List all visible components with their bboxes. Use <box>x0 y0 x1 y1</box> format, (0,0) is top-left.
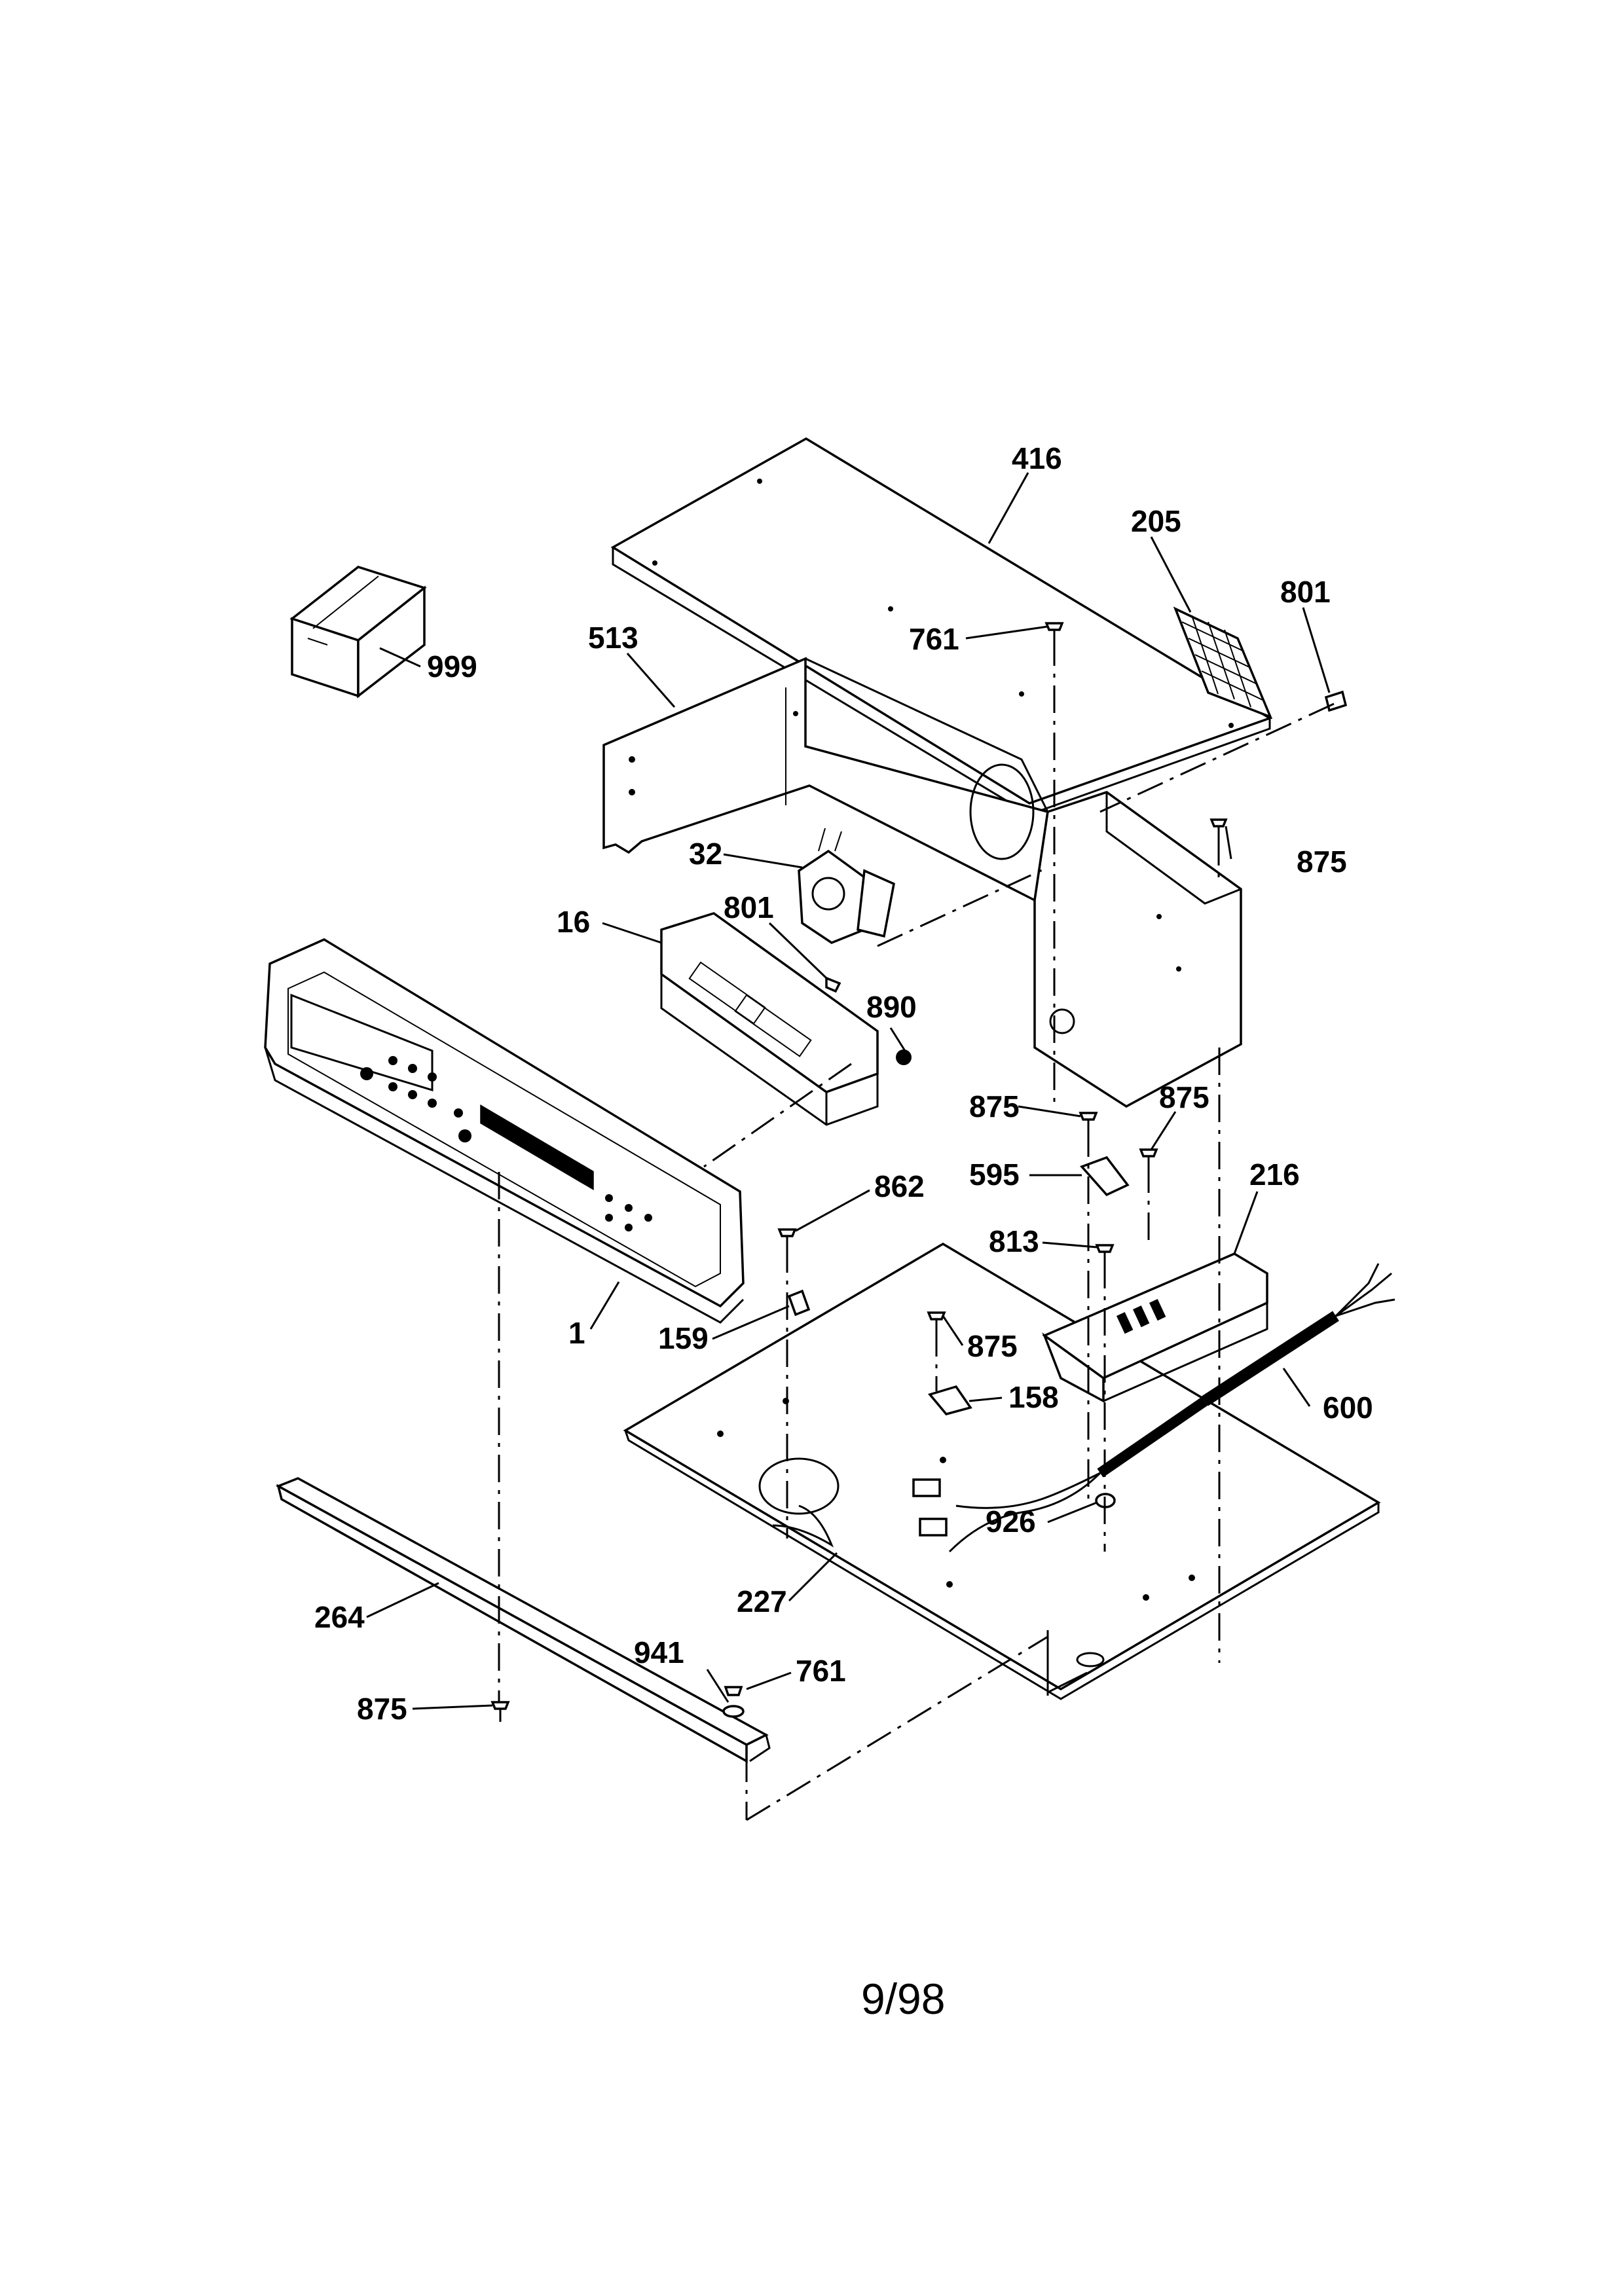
part-number-label: 761 <box>796 1654 846 1688</box>
part-number-label: 890 <box>866 990 917 1024</box>
screw-875-d <box>927 1311 946 1329</box>
inner-panel-513 <box>602 657 1049 902</box>
screw-801-top <box>1324 690 1348 712</box>
part-number-label: 875 <box>967 1329 1018 1363</box>
bracket-595 <box>1079 1156 1130 1197</box>
vent-screen-205 <box>1173 606 1273 720</box>
part-number-label: 875 <box>969 1089 1020 1123</box>
terminal-cover-216 <box>1042 1252 1268 1403</box>
screw-761-bottom <box>724 1686 743 1696</box>
part-number-label: 227 <box>737 1584 787 1618</box>
part-number-label: 216 <box>1249 1157 1300 1192</box>
part-number-label: 513 <box>588 621 638 655</box>
part-number-label: 16 <box>557 905 590 939</box>
bottom-panel-227 <box>623 1242 1381 1700</box>
screw-813 <box>1095 1244 1115 1261</box>
part-number-label: 926 <box>986 1504 1036 1539</box>
part-number-label: 205 <box>1131 504 1181 538</box>
date-code: 9/98 <box>861 1975 945 2023</box>
control-board-16 <box>660 912 879 1126</box>
part-number-label: 875 <box>1297 845 1347 879</box>
screw-875-c <box>1139 1148 1158 1165</box>
screw-801-b <box>825 976 841 993</box>
part-number-label: 600 <box>1323 1391 1373 1425</box>
wire-harness-600 <box>912 1263 1395 1553</box>
side-panel <box>1033 791 1242 1108</box>
part-number-label: 941 <box>634 1635 684 1669</box>
screw-890 <box>896 1049 912 1065</box>
fan-motor-32 <box>798 828 895 944</box>
part-number-label: 761 <box>909 622 959 656</box>
screw-862 <box>777 1228 797 1245</box>
screw-875-b <box>1079 1112 1098 1129</box>
clip-159 <box>787 1289 811 1317</box>
part-number-label: 875 <box>357 1692 407 1726</box>
washer-941 <box>722 1705 745 1718</box>
part-number-label: 264 <box>314 1600 365 1634</box>
leader-lines <box>366 472 1331 1710</box>
part-number-label: 1 <box>568 1316 585 1350</box>
part-number-label: 595 <box>969 1157 1020 1192</box>
control-panel-1 <box>264 938 745 1324</box>
clip-158 <box>927 1385 972 1415</box>
part-number-label: 801 <box>1280 575 1331 609</box>
part-number-label: 32 <box>689 837 722 871</box>
part-number-label: 862 <box>874 1169 925 1203</box>
screw-761-top <box>1044 622 1064 638</box>
part-number-label: 801 <box>724 890 774 924</box>
part-number-label: 999 <box>427 649 477 683</box>
literature-box-999 <box>289 566 427 699</box>
screw-875-a <box>1209 818 1228 838</box>
part-labels: 416 205 801 513 761 999 32 875 16 801 89… <box>314 441 1373 1726</box>
part-number-label: 813 <box>989 1224 1039 1258</box>
part-number-label: 416 <box>1012 441 1062 475</box>
assembly-lines <box>498 638 1335 1821</box>
screw-875-e <box>490 1701 510 1722</box>
part-number-label: 159 <box>658 1321 709 1355</box>
part-number-label: 875 <box>1159 1080 1209 1114</box>
part-number-label: 158 <box>1008 1380 1059 1414</box>
